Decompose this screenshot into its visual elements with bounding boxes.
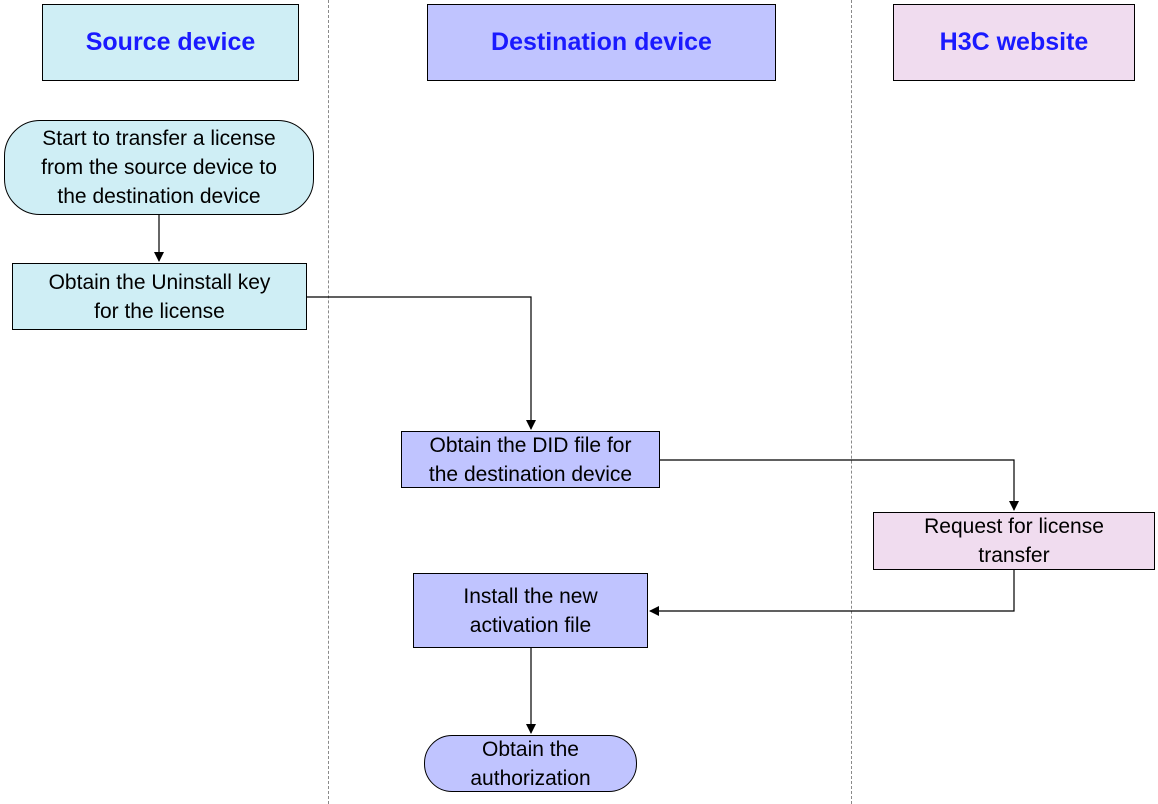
- lane-header-source: Source device: [42, 4, 299, 81]
- connector-did-to-request: [660, 459, 1019, 511]
- lane-header-website: H3C website: [893, 4, 1135, 81]
- uninstall-key-step: Obtain the Uninstall key for the license: [12, 263, 307, 330]
- request-transfer-step: Request for license transfer: [873, 512, 1155, 570]
- did-file-step: Obtain the DID file for the destination …: [401, 431, 660, 488]
- lane-header-destination: Destination device: [427, 4, 776, 81]
- lane-divider-1: [328, 0, 329, 804]
- authorization-terminator: Obtain the authorization: [424, 735, 637, 792]
- install-activation-step: Install the new activation file: [413, 573, 648, 648]
- start-terminator: Start to transfer a license from the sou…: [4, 120, 314, 215]
- lane-divider-2: [851, 0, 852, 804]
- connector-request-to-install: [649, 570, 1015, 616]
- connector-uninstall-to-did: [307, 296, 536, 430]
